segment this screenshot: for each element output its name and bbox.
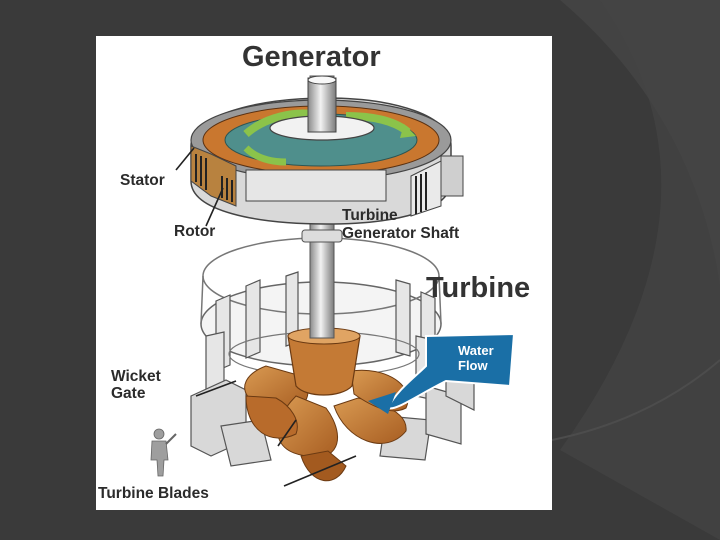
stator-label: Stator — [120, 172, 165, 189]
turbine-blades-label: Turbine Blades — [98, 485, 209, 502]
diagram-panel: Generator Stator Rotor Turbine Generator… — [96, 36, 552, 510]
water-flow-arrow — [368, 332, 516, 414]
water-flow-label-line1: Water — [458, 343, 494, 358]
turbine-label: Turbine — [426, 272, 531, 304]
shaft-label-line1: Turbine — [342, 207, 398, 224]
leader-lines — [175, 147, 357, 487]
wicket-gate-label-line2: Gate — [111, 385, 146, 402]
wicket-gate-label-line1: Wicket — [111, 368, 161, 385]
water-flow-label-line2: Flow — [458, 358, 488, 373]
shaft-label-line2: Generator Shaft — [342, 225, 460, 242]
hydro-generator-illustration — [150, 75, 516, 487]
turbine-runner — [244, 327, 409, 482]
person-scale-figure — [150, 428, 177, 477]
generator-label: Generator — [242, 41, 381, 73]
generator-assembly — [190, 75, 464, 225]
rotor-label: Rotor — [174, 223, 216, 240]
